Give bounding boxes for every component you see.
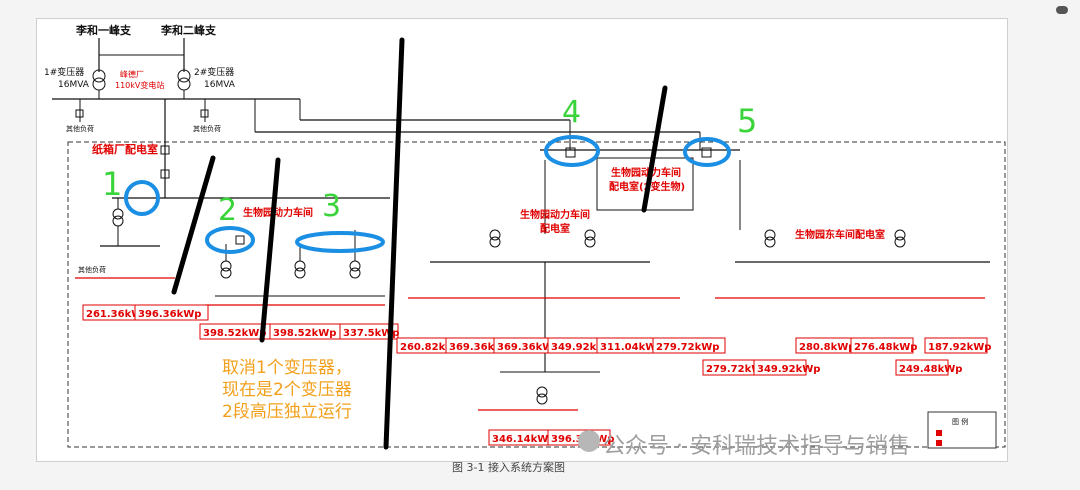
handwritten-2: 2 — [218, 193, 237, 228]
pv-box — [850, 337, 914, 354]
pv-value: 280.8kWp — [799, 342, 855, 353]
room-center: 生物园动力车间 — [243, 206, 313, 219]
handwritten-note: 取消1个变压器， 现在是2个变压器 2段高压独立运行 — [222, 357, 392, 423]
wechat-icon — [578, 430, 600, 452]
source-label-2: 李和二峰支 — [160, 23, 217, 37]
pv-value: 349.92kWp — [757, 364, 820, 375]
pv-value: 249.48kWp — [899, 364, 962, 375]
pv-value: 337.5kWp — [343, 328, 399, 339]
note-line-2: 现在是2个变压器 — [222, 380, 352, 400]
room-gas-b: 生物园动力车间 — [611, 166, 681, 179]
transformer-1-name: 1#变压器 — [44, 66, 84, 78]
highlight-circle-2 — [205, 226, 255, 254]
load-label-a: 其他负荷 — [66, 124, 94, 133]
pv-value: 260.82kWp — [400, 342, 463, 353]
transformer-2-name: 2#变压器 — [194, 66, 234, 78]
pv-value: 398.52kWp — [203, 328, 266, 339]
pv-value: 369.36kWp — [449, 342, 512, 353]
handwritten-4: 4 — [562, 95, 581, 130]
separator-stroke-4 — [641, 85, 668, 213]
note-line-3: 2段高压独立运行 — [222, 402, 352, 422]
separator-stroke-1 — [171, 155, 216, 295]
separator-stroke-2 — [259, 157, 281, 343]
room-paper-mill: 纸箱厂配电室 — [92, 142, 158, 156]
pv-value: 346.14kWp — [492, 434, 555, 445]
pv-box — [895, 359, 949, 376]
pv-box — [924, 337, 988, 354]
pv-box — [753, 359, 807, 376]
note-line-1: 取消1个变压器， — [222, 358, 352, 378]
room-east: 生物园东车间配电室 — [795, 228, 885, 241]
transformer-1-rating: 16MVA — [58, 80, 90, 90]
pv-value: 261.36kWp — [86, 309, 149, 320]
pv-value: 279.72kWp — [656, 342, 719, 353]
separator-stroke-3 — [383, 37, 405, 450]
load-label-b: 其他负荷 — [193, 124, 221, 133]
legend-title: 图 例 — [952, 417, 968, 426]
room-gas-a-sub: 配电室 — [540, 222, 570, 235]
pv-value: 311.04kWp — [600, 342, 663, 353]
pv-value: 398.52kWp — [273, 328, 336, 339]
handwritten-5: 5 — [737, 102, 757, 140]
pv-value: 369.36kWp — [497, 342, 560, 353]
handwritten-3: 3 — [322, 189, 341, 224]
more-icon[interactable] — [1056, 6, 1068, 14]
handwritten-1: 1 — [102, 165, 122, 203]
pv-box — [339, 323, 399, 340]
pv-value: 187.92kWp — [928, 342, 991, 353]
pv-box — [134, 304, 209, 321]
diagram-page — [36, 18, 1008, 462]
highlight-circle-5 — [683, 137, 731, 167]
plant-label-a: 峰德厂 — [120, 69, 144, 79]
pv-value: 396.36kWp — [138, 309, 201, 320]
site-boundary — [67, 141, 1006, 448]
room-gas-a: 生物园动力车间 — [520, 208, 590, 221]
pv-box — [652, 337, 726, 354]
load-label-c: 其他负荷 — [78, 265, 106, 274]
pv-value: 276.48kWp — [854, 342, 917, 353]
pv-value: 279.72kWp — [706, 364, 769, 375]
transformer-2-rating: 16MVA — [204, 80, 236, 90]
figure-caption: 图 3-1 接入系统方案图 — [452, 461, 565, 474]
plant-label-b: 110kV变电站 — [115, 80, 164, 90]
pv-value: 349.92kWp — [551, 342, 614, 353]
source-label-1: 李和一峰支 — [75, 23, 132, 37]
highlight-circle-4 — [544, 135, 600, 167]
highlight-circle-3 — [295, 231, 385, 253]
watermark: 公众号 · 安科瑞技术指导与销售 — [603, 434, 910, 459]
highlight-circle-1 — [124, 180, 160, 216]
